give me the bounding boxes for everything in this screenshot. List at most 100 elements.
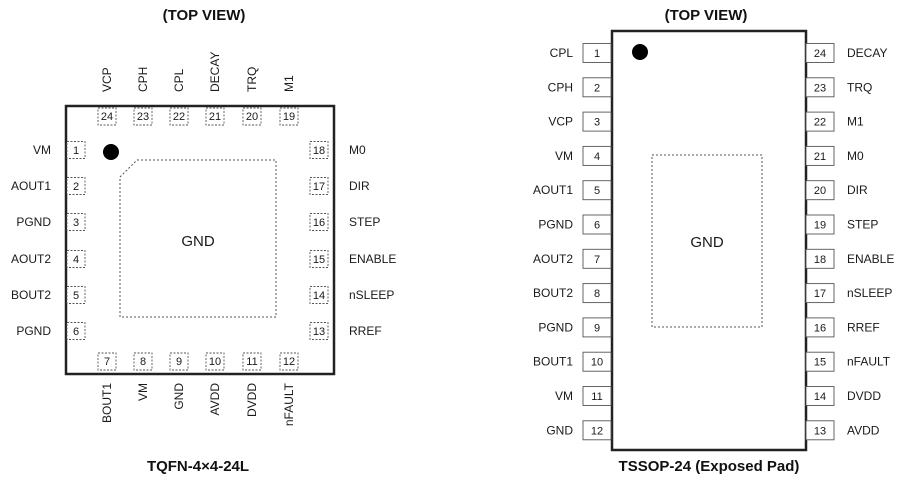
pin-pad (66, 286, 86, 304)
pin-number: 9 (176, 356, 182, 368)
pin-name: nFAULT (847, 355, 891, 369)
pin-pad (582, 180, 612, 201)
pin-pad (309, 250, 329, 268)
tssop-view-title: (TOP VIEW) (665, 7, 748, 24)
pin-number: 16 (313, 217, 325, 229)
pin1-marker-dot (632, 44, 648, 60)
pin-name: BOUT1 (100, 383, 114, 423)
tssop-package: (TOP VIEW) GND 1CPL2CPH3VCP4VM5AOUT16PGN… (533, 7, 894, 475)
pin-name: CPL (172, 68, 186, 92)
pin-pad (133, 352, 153, 371)
pin-pad (805, 317, 835, 338)
pin-pad (242, 352, 262, 371)
pin-number: 7 (594, 254, 600, 266)
pin-number: 13 (313, 326, 325, 338)
pin-number: 2 (594, 82, 600, 94)
pin-number: 18 (814, 254, 826, 266)
pin-pad (97, 352, 117, 371)
pin-name: RREF (847, 320, 880, 334)
pin-pad (309, 322, 329, 340)
pin-name: RREF (349, 324, 382, 338)
pin-number: 20 (814, 185, 826, 197)
pin-pad (805, 420, 835, 441)
pin-name: DVDD (245, 383, 259, 417)
pin-pad (279, 352, 299, 371)
pin-pad (582, 351, 612, 372)
pin-number: 5 (73, 290, 79, 302)
pin-name: BOUT1 (533, 355, 573, 369)
qfn-pad-label: GND (181, 233, 215, 250)
pin-pad (805, 180, 835, 201)
pin-number: 24 (814, 48, 826, 60)
pin-name: DECAY (208, 52, 222, 92)
pin-number: 20 (246, 111, 258, 123)
pin-name: nFAULT (282, 382, 296, 426)
pin-pad (582, 111, 612, 132)
pin-pad (805, 248, 835, 269)
pin-pad (805, 214, 835, 235)
pin-number: 6 (594, 220, 600, 232)
pin-number: 19 (283, 111, 295, 123)
qfn-view-title: (TOP VIEW) (163, 7, 246, 24)
qfn-pin-8: 8VM (133, 352, 153, 401)
tssop-pin-12: 12 GND (546, 420, 612, 441)
pin-name: TRQ (847, 80, 872, 94)
pin-name: VM (555, 149, 573, 163)
qfn-pin-24: 24 VCP (97, 67, 117, 126)
qfn-pin-13: 13 RREF (309, 322, 382, 340)
tssop-left-pins: 1CPL2CPH3VCP4VM5AOUT16PGND7AOUT28BOUT29P… (533, 43, 612, 441)
pin-name: nSLEEP (847, 286, 892, 300)
pin-number: 14 (814, 391, 826, 403)
pin-number: 18 (313, 145, 325, 157)
tssop-pin-15: 15 nFAULT (805, 351, 891, 372)
pin-number: 22 (814, 117, 826, 129)
pin-name: VM (33, 143, 51, 157)
qfn-package: (TOP VIEW) GND 1VM2AOUT13PGND4AOUT25BOUT… (11, 7, 396, 475)
pin-name: VCP (100, 67, 114, 92)
pin-name: M1 (847, 115, 864, 129)
pin-name: nSLEEP (349, 288, 394, 302)
pin-number: 15 (814, 357, 826, 369)
pin-number: 12 (591, 425, 603, 437)
pin-pad (66, 250, 86, 268)
pin-pad (169, 107, 189, 126)
qfn-exposed-pad (119, 159, 277, 318)
pin-number: 11 (246, 356, 257, 368)
pin-name: VCP (548, 115, 573, 129)
pin-pad (805, 386, 835, 406)
pin-pad (582, 420, 612, 441)
pin-number: 12 (283, 356, 295, 368)
pin-name: PGND (16, 324, 51, 338)
pin-name: VM (136, 383, 150, 401)
pin-name: AVDD (208, 383, 222, 416)
pin-number: 17 (313, 181, 325, 193)
pin-name: AOUT2 (11, 252, 51, 266)
pin-name: CPH (136, 67, 150, 92)
pin-pad (805, 145, 835, 166)
pin-name: GND (546, 423, 573, 437)
pin-pad (805, 283, 835, 304)
pin-name: AVDD (847, 423, 880, 437)
pin-number: 24 (101, 111, 113, 123)
pin-pad (805, 77, 835, 98)
